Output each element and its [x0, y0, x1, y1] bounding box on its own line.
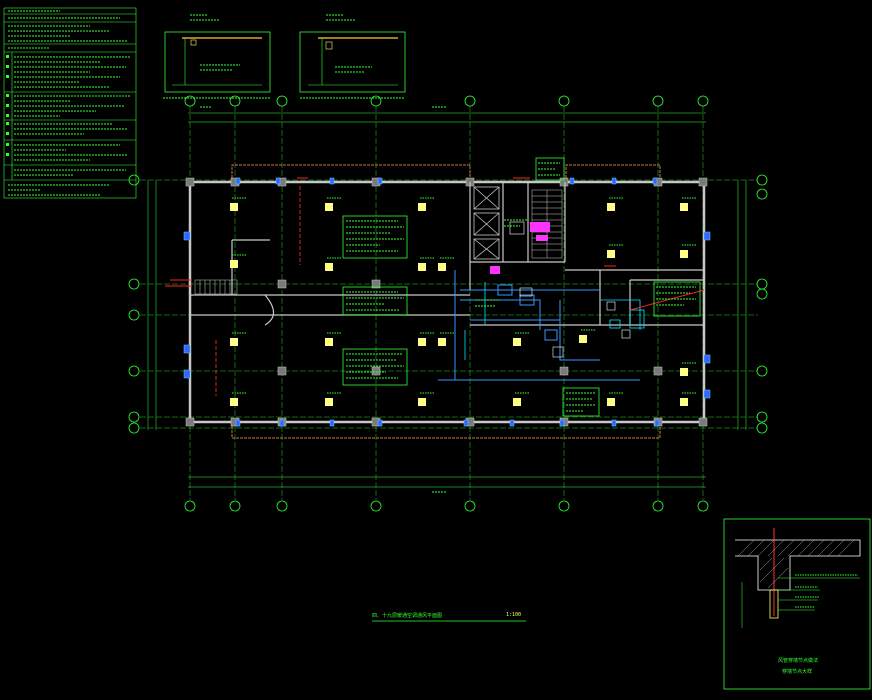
annotation-text: [346, 162, 696, 412]
detail-title: 风管穿墙节点做法: [778, 658, 819, 664]
detail-subtitle: 穿墙节点大样: [782, 669, 813, 675]
section-leader-text: [795, 574, 858, 608]
detail-box-1: [163, 14, 271, 99]
notes-text-lines: [8, 10, 130, 196]
balcony-outline: [231, 164, 661, 439]
section-leaders: [741, 577, 860, 628]
fan-coil-units: [509, 221, 631, 358]
axis-grid-lines: [140, 106, 758, 500]
red-piping-vertical: [215, 186, 301, 396]
drawing-title: 四、十九层暖通空调通风平面图: [372, 613, 443, 619]
drawing-scale: 1:100: [506, 612, 522, 618]
interior-walls: [190, 182, 704, 326]
west-stair: [194, 279, 238, 295]
section-detail-frame: [723, 518, 871, 690]
general-notes-table: [3, 7, 137, 199]
window-markers: [183, 177, 711, 427]
refrigerant-pipes: [165, 177, 705, 311]
axis-bubbles-top: [184, 95, 709, 107]
dimension-lines: [147, 106, 747, 493]
section-sleeve: [769, 589, 779, 619]
structural-columns: [185, 177, 708, 427]
light-fixtures: [230, 203, 688, 406]
axis-bubbles-left: [128, 174, 140, 434]
notes-bullets: [6, 55, 9, 156]
elevator-core: [473, 186, 500, 260]
exterior-walls: [188, 180, 706, 424]
magenta-equipment: [490, 222, 550, 274]
supply-duct-network: [438, 270, 640, 381]
axis-bubbles-bottom: [184, 500, 709, 512]
detail-box-2: [299, 14, 406, 99]
cyan-duct-network: [464, 282, 645, 360]
section-hatch: [737, 539, 855, 589]
axis-bubbles-right: [756, 174, 768, 434]
section-slab: [735, 528, 861, 616]
annotation-boxes: [342, 157, 701, 417]
